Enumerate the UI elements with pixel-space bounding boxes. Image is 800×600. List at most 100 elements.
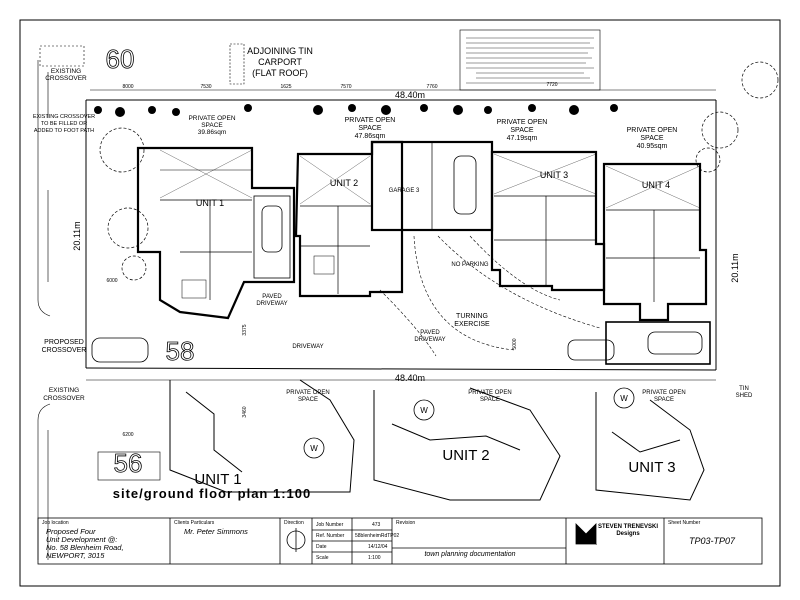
dimension-string: 8000 7530 1625 7570 7760 7720 6200 3460 … bbox=[106, 82, 557, 438]
svg-text:5000: 5000 bbox=[512, 338, 518, 349]
frontage-dimension: 48.40m bbox=[395, 90, 425, 100]
cars bbox=[91, 337, 615, 363]
svg-text:6000: 6000 bbox=[106, 278, 117, 284]
svg-text:PAVED: PAVED bbox=[420, 330, 440, 336]
lot-number-bottom: 56 bbox=[114, 448, 143, 478]
svg-text:TIN: TIN bbox=[739, 386, 749, 392]
svg-text:Clients Particulars: Clients Particulars bbox=[174, 520, 215, 526]
svg-text:3460: 3460 bbox=[242, 406, 248, 417]
well-labels: W W W bbox=[310, 394, 628, 453]
sheet-border bbox=[19, 19, 781, 587]
svg-text:40.95sqm: 40.95sqm bbox=[637, 143, 668, 150]
svg-text:SPACE: SPACE bbox=[298, 397, 318, 403]
lot-56-box bbox=[97, 451, 161, 481]
unit-1-plan bbox=[136, 146, 296, 320]
svg-text:Designs: Designs bbox=[616, 531, 640, 537]
paved-driveway-2: PAVED DRIVEWAY bbox=[414, 330, 445, 343]
svg-text:PRIVATE OPEN: PRIVATE OPEN bbox=[188, 115, 235, 122]
svg-text:39.86sqm: 39.86sqm bbox=[198, 129, 227, 136]
svg-text:PRIVATE OPEN: PRIVATE OPEN bbox=[468, 390, 511, 396]
adjoining-carport-label: ADJOINING TIN CARPORT (FLAT ROOF) bbox=[247, 46, 313, 78]
title-block-text: Job location Clients Particulars Directi… bbox=[42, 520, 701, 561]
large-trees bbox=[99, 61, 779, 281]
notes-box bbox=[459, 29, 601, 91]
svg-text:7530: 7530 bbox=[200, 84, 211, 90]
svg-text:1625: 1625 bbox=[280, 84, 291, 90]
pos-unit1: PRIVATE OPEN SPACE 39.86sqm bbox=[188, 115, 235, 136]
svg-text:UNIT 2: UNIT 2 bbox=[442, 447, 489, 464]
svg-text:47.19sqm: 47.19sqm bbox=[507, 135, 538, 142]
depth-left-dimension: 20.11m bbox=[72, 221, 82, 250]
svg-text:EXERCISE: EXERCISE bbox=[454, 321, 490, 328]
svg-text:Ref. Number: Ref. Number bbox=[316, 533, 345, 539]
svg-text:W: W bbox=[620, 394, 628, 403]
svg-text:CROSSOVER: CROSSOVER bbox=[43, 395, 85, 402]
svg-text:PROPOSED: PROPOSED bbox=[44, 339, 84, 346]
svg-text:(FLAT ROOF): (FLAT ROOF) bbox=[252, 68, 308, 78]
svg-text:SPACE: SPACE bbox=[654, 397, 674, 403]
neighbouring-buildings bbox=[86, 379, 716, 501]
svg-text:CARPORT: CARPORT bbox=[258, 57, 302, 67]
svg-text:7720: 7720 bbox=[546, 82, 557, 88]
job-description: Proposed Four Unit Development @: No. 58… bbox=[46, 527, 124, 560]
plan-title: site/ground floor plan 1:100 bbox=[113, 486, 311, 501]
svg-text:PRIVATE OPEN: PRIVATE OPEN bbox=[642, 390, 685, 396]
svg-text:Date: Date bbox=[316, 544, 327, 550]
wells bbox=[303, 387, 635, 459]
svg-text:7570: 7570 bbox=[340, 84, 351, 90]
svg-text:SPACE: SPACE bbox=[640, 135, 664, 142]
svg-text:DRIVEWAY: DRIVEWAY bbox=[256, 301, 287, 307]
pos-unit4: PRIVATE OPEN SPACE 40.95sqm bbox=[627, 127, 678, 150]
svg-text:Scale: Scale bbox=[316, 555, 329, 561]
svg-text:TURNING: TURNING bbox=[456, 313, 488, 320]
existing-crossover-bottom: EXISTING CROSSOVER bbox=[43, 387, 85, 402]
svg-text:8000: 8000 bbox=[122, 84, 133, 90]
svg-text:Direction: Direction bbox=[284, 520, 304, 526]
svg-text:EXISTING: EXISTING bbox=[49, 387, 79, 394]
rear-dimension: 48.40m bbox=[395, 373, 425, 383]
designer-name: STEVEN TRENEVSKI Designs bbox=[598, 524, 658, 537]
driveway-label: DRIVEWAY bbox=[292, 344, 323, 350]
garage-3-label: GARAGE 3 bbox=[389, 188, 420, 194]
svg-text:PAVED: PAVED bbox=[262, 294, 282, 300]
svg-text:Job location: Job location bbox=[42, 520, 69, 526]
unit-2-plan bbox=[294, 140, 404, 298]
unit-3-plan bbox=[490, 150, 606, 292]
pos-unit3: PRIVATE OPEN SPACE 47.19sqm bbox=[497, 119, 548, 142]
svg-text:Proposed Four: Proposed Four bbox=[46, 527, 96, 536]
lot-number-top: 60 bbox=[106, 44, 135, 74]
proposed-crossover: PROPOSED CROSSOVER bbox=[42, 339, 87, 354]
svg-text:Unit Development @:: Unit Development @: bbox=[46, 535, 117, 544]
lot-number-mid: 58 bbox=[166, 336, 195, 366]
svg-text:Sheet Number: Sheet Number bbox=[668, 520, 701, 526]
svg-text:Revision: Revision bbox=[396, 520, 415, 526]
svg-text:3375: 3375 bbox=[242, 324, 248, 335]
pos-lower: PRIVATE OPEN SPACE PRIVATE OPEN SPACE PR… bbox=[286, 390, 685, 403]
svg-text:1:100: 1:100 bbox=[368, 555, 381, 561]
svg-text:SPACE: SPACE bbox=[358, 125, 382, 132]
site-boundary bbox=[85, 89, 717, 371]
garage-3 bbox=[370, 140, 494, 232]
svg-text:PRIVATE OPEN: PRIVATE OPEN bbox=[286, 390, 329, 396]
turning-arcs bbox=[379, 235, 601, 357]
svg-text:TO BE FILLED OR: TO BE FILLED OR bbox=[41, 121, 87, 127]
svg-text:CROSSOVER: CROSSOVER bbox=[42, 347, 87, 354]
pos-unit2: PRIVATE OPEN SPACE 47.86sqm bbox=[345, 117, 396, 140]
title-block bbox=[37, 517, 763, 565]
svg-text:SPACE: SPACE bbox=[510, 127, 534, 134]
svg-text:58blenheimRdTP02: 58blenheimRdTP02 bbox=[355, 533, 399, 539]
unit-4-plan bbox=[602, 162, 711, 365]
unit-4-label: UNIT 4 bbox=[642, 180, 670, 190]
unit-3-label: UNIT 3 bbox=[540, 170, 568, 180]
svg-text:UNIT 1: UNIT 1 bbox=[194, 471, 241, 488]
existing-crossover-top: EXISTING CROSSOVER bbox=[45, 68, 87, 82]
svg-text:W: W bbox=[310, 444, 318, 453]
svg-text:EXISTING CROSSOVER: EXISTING CROSSOVER bbox=[33, 114, 95, 120]
unit-1-label: UNIT 1 bbox=[196, 198, 224, 208]
unit-2-label: UNIT 2 bbox=[330, 178, 358, 188]
svg-text:UNIT 3: UNIT 3 bbox=[628, 459, 675, 476]
svg-text:CROSSOVER: CROSSOVER bbox=[45, 75, 87, 82]
boundary-trees bbox=[94, 104, 618, 117]
depth-right-dimension: 20.11m bbox=[730, 253, 740, 282]
